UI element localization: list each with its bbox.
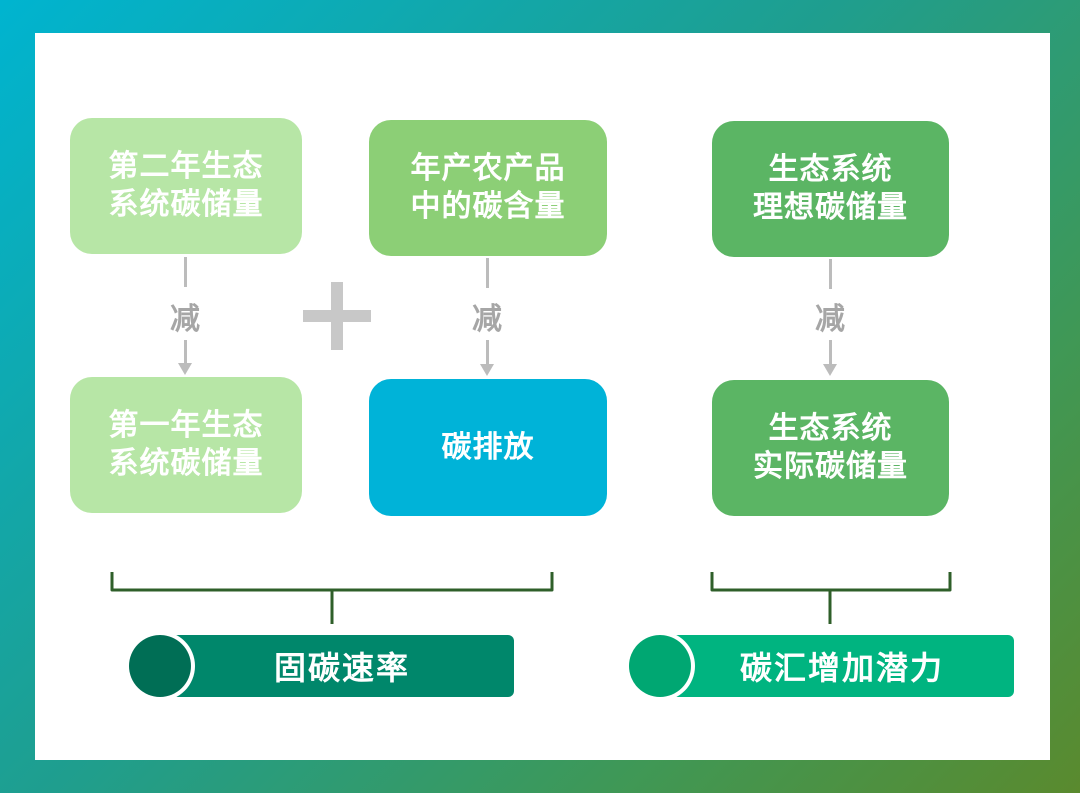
box-ideal-storage: 生态系统 理想碳储量 [712,121,949,257]
box-year1-storage: 第一年生态 系统碳储量 [70,377,302,513]
arrow-down-icon [178,363,192,375]
minus-label-1: 减 [170,302,200,337]
arrow-down-icon [480,364,494,376]
plus-vertical-bar [331,282,343,350]
connector-line-3b [829,340,832,365]
result-label-fixation-rate: 固碳速率 [273,649,410,687]
box-agri-carbon: 年产农产品 中的碳含量 [369,120,607,256]
minus-label-3: 减 [815,302,845,337]
arrow-down-icon [823,364,837,376]
result-pill-fixation-rate: 固碳速率 [150,635,514,697]
brace-right [710,572,952,624]
pill-circle-icon [129,635,191,697]
connector-line-2a [486,258,489,288]
result-pill-sink-potential: 碳汇增加潜力 [650,635,1014,697]
box-carbon-emission: 碳排放 [369,379,607,516]
brace-left [110,572,554,624]
connector-line-2b [486,340,489,365]
connector-line-1a [184,257,187,287]
box-actual-storage: 生态系统 实际碳储量 [712,380,949,516]
minus-label-2: 减 [472,302,502,337]
connector-line-1b [184,340,187,364]
box-year2-storage: 第二年生态 系统碳储量 [70,118,302,254]
pill-circle-icon [629,635,691,697]
result-label-sink-potential: 碳汇增加潜力 [739,649,944,687]
connector-line-3a [829,259,832,289]
